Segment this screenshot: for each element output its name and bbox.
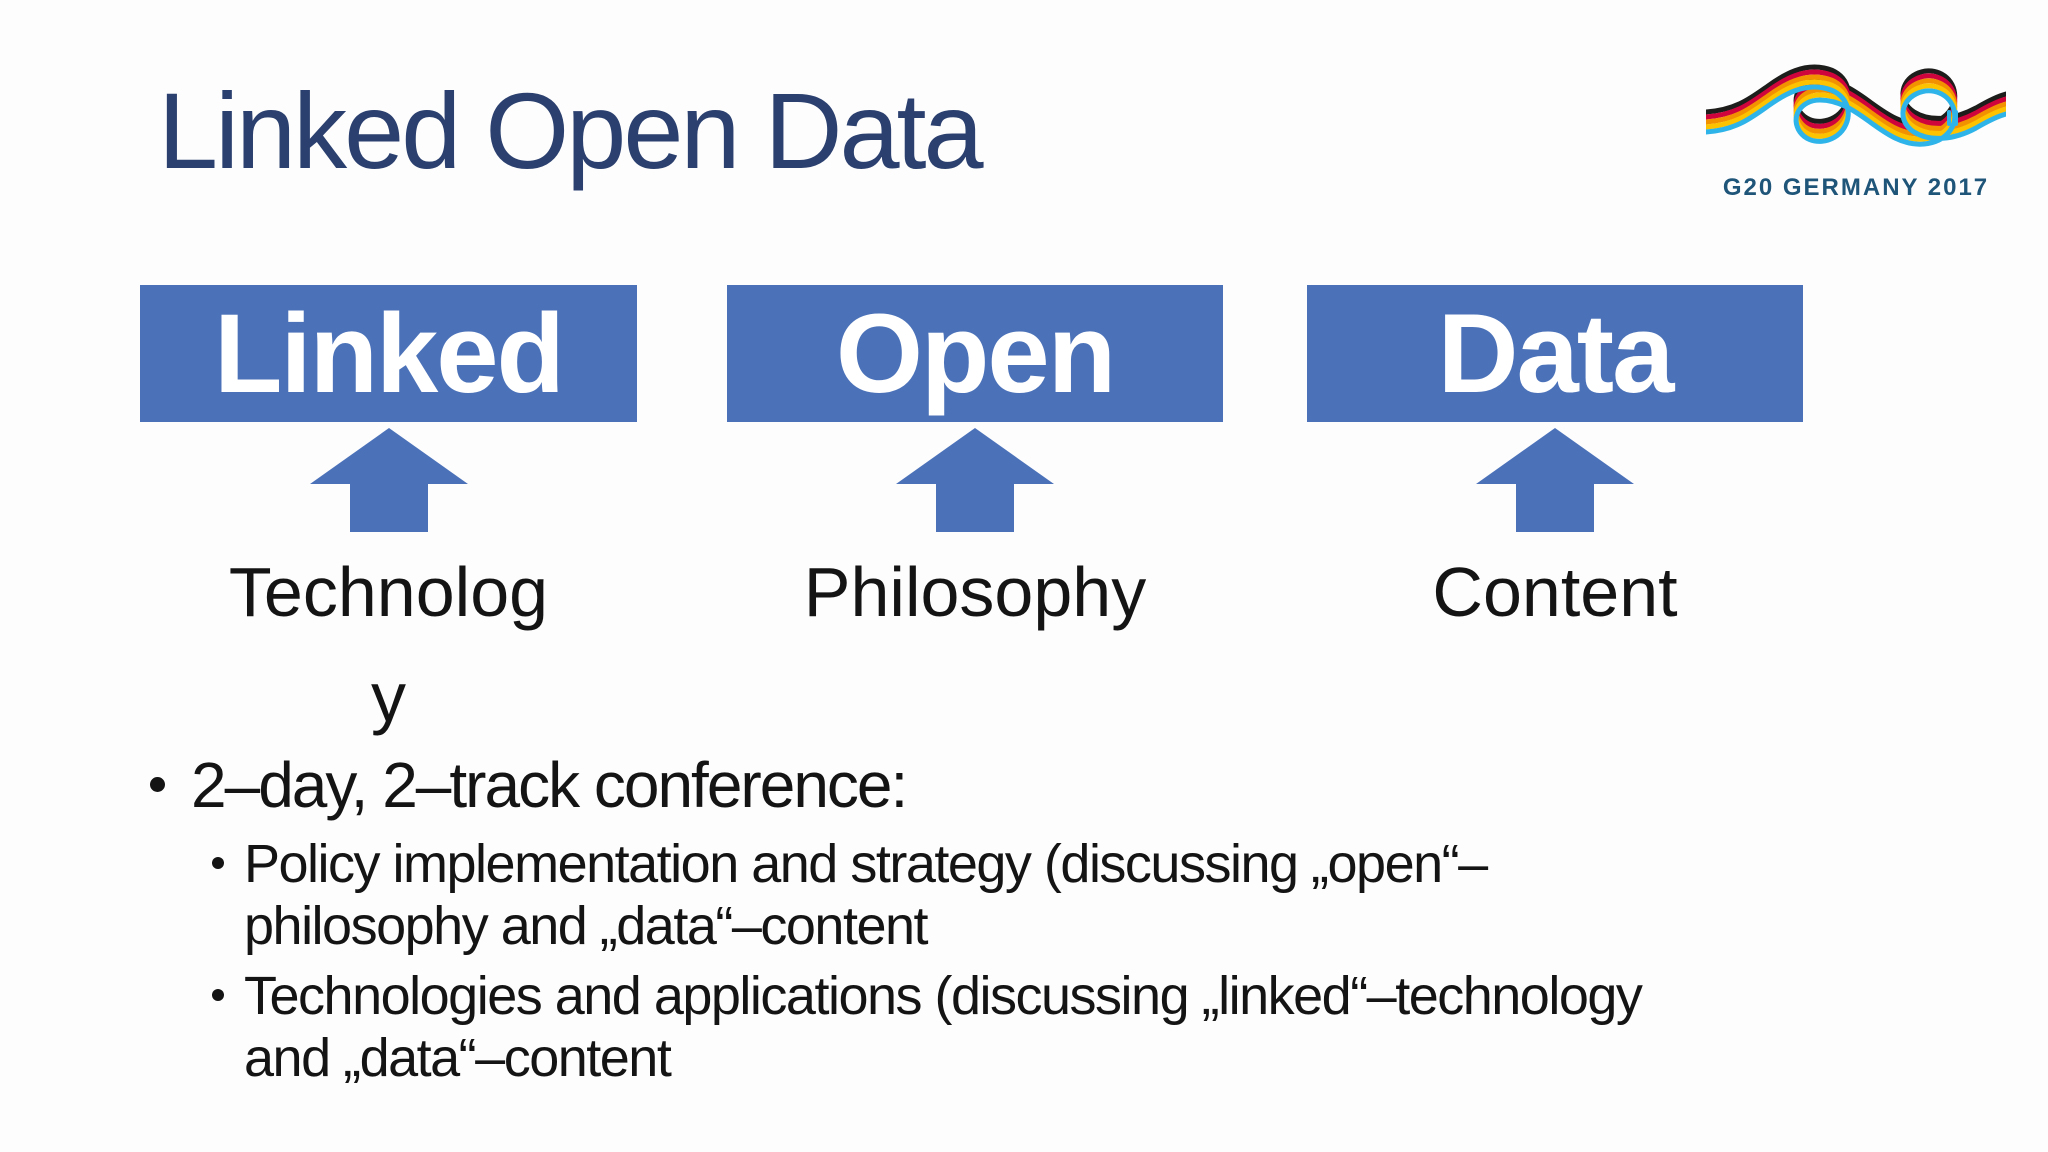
g20-logo: G20 GERMANY 2017 (1700, 50, 2012, 202)
sub-bullet-line: philosophy and „data“–content (244, 896, 929, 956)
diagram-column-open: Open Philosophy (727, 285, 1223, 645)
bullet-dot-icon (212, 989, 224, 1001)
sub-bullet-policy: Policy implementation and strategy (disc… (212, 833, 1940, 957)
annotation-line: y (371, 658, 406, 736)
main-bullet: 2–day, 2–track conference: (140, 745, 1940, 825)
sub-bullet-text: Policy implementation and strategy (disc… (244, 833, 1488, 957)
annotation-line: Content (1432, 553, 1678, 631)
main-bullet-text: 2–day, 2–track conference: (191, 749, 908, 821)
up-arrow-icon (727, 428, 1223, 532)
sub-bullet-line: and „data“–content (244, 1028, 672, 1088)
sub-bullet-line: Policy implementation and strategy (disc… (244, 834, 1488, 894)
bullet-dot-icon (212, 857, 224, 869)
sub-bullet-line: Technologies and applications (discussin… (244, 966, 1643, 1026)
sub-bullet-text: Technologies and applications (discussin… (244, 965, 1643, 1089)
open-box: Open (727, 285, 1223, 422)
g20-logo-caption: G20 GERMANY 2017 (1722, 174, 1990, 201)
g20-knot-icon (1706, 64, 2006, 147)
data-box: Data (1307, 285, 1803, 422)
linked-box: Linked (140, 285, 637, 422)
annotation-philosophy: Philosophy (727, 540, 1223, 645)
annotation-line: Technolog (228, 553, 549, 631)
sub-bullet-technologies: Technologies and applications (discussin… (212, 965, 1940, 1089)
sub-bullet-list: Policy implementation and strategy (disc… (212, 833, 1940, 1089)
bullet-list: 2–day, 2–track conference: Policy implem… (140, 745, 1940, 1097)
page-title: Linked Open Data (158, 70, 984, 191)
annotation-technology: Technolog y (140, 540, 637, 750)
annotation-content: Content (1307, 540, 1803, 645)
diagram-column-linked: Linked Technolog y (140, 285, 637, 750)
up-arrow-icon (1307, 428, 1803, 532)
bullet-dot-icon (150, 777, 165, 792)
up-arrow-icon (140, 428, 637, 532)
knot-detail-marks (1947, 110, 1958, 126)
diagram-column-data: Data Content (1307, 285, 1803, 645)
annotation-line: Philosophy (803, 553, 1147, 631)
